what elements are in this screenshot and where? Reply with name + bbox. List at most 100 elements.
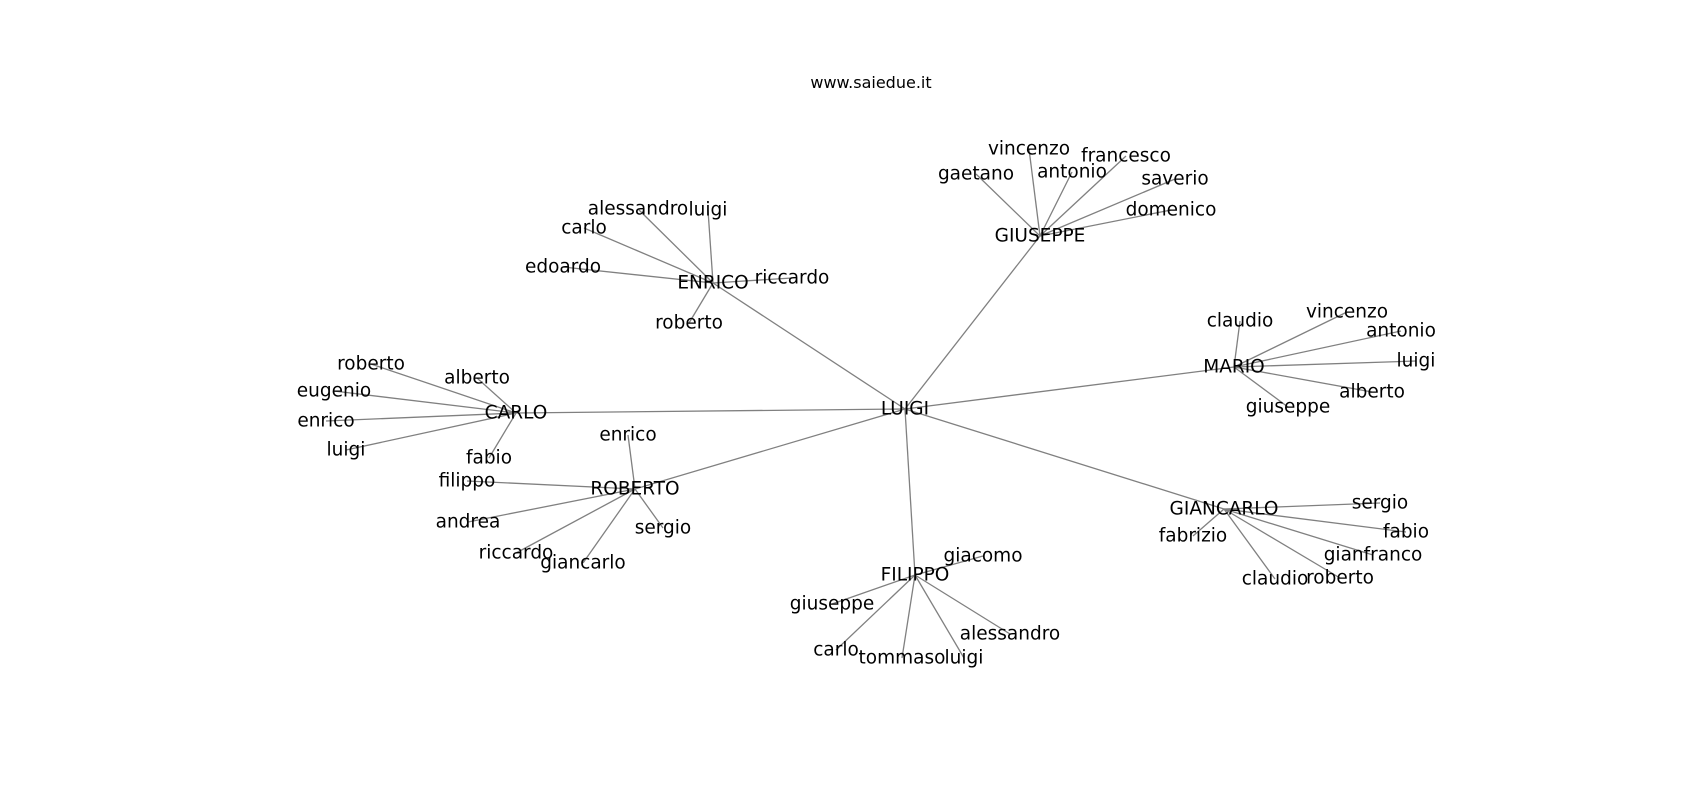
edge-carlo-fabio <box>488 412 517 459</box>
node-leaf-roberto-giancarlo: giancarlo <box>540 553 626 574</box>
node-leaf-giancarlo-gianfranco: gianfranco <box>1324 545 1423 566</box>
edge-roberto-filippo <box>466 480 636 490</box>
node-leaf-giuseppe-vincenzo: vincenzo <box>988 139 1070 160</box>
edge-giuseppe-gaetano <box>975 173 1041 237</box>
edge-roberto-giancarlo <box>582 488 636 564</box>
edge-carlo-roberto <box>370 363 517 414</box>
edge-giancarlo-gianfranco <box>1223 508 1374 556</box>
node-leaf-mario-claudio: claudio <box>1207 311 1274 332</box>
edge-root-filippo <box>904 408 916 576</box>
edge-enrico-alessandro <box>637 208 714 284</box>
node-leaf-carlo-luigi: luigi <box>327 440 366 461</box>
node-root-luigi: LUIGI <box>881 399 929 420</box>
node-leaf-giuseppe-antonio: antonio <box>1037 162 1107 183</box>
node-hub-carlo: CARLO <box>485 403 548 424</box>
edge-filippo-tommaso <box>901 574 916 659</box>
node-leaf-carlo-eugenio: eugenio <box>297 381 371 402</box>
site-watermark: www.saiedue.it <box>810 73 931 92</box>
node-hub-enrico: ENRICO <box>677 273 748 294</box>
edge-giancarlo-fabrizio <box>1192 508 1225 537</box>
node-leaf-mario-luigi: luigi <box>1397 351 1436 372</box>
edge-giuseppe-antonio <box>1039 171 1073 237</box>
node-leaf-roberto-filippo: filippo <box>439 471 496 492</box>
node-leaf-enrico-alessandro: alessandro <box>588 199 688 220</box>
edge-filippo-carlo <box>835 574 916 651</box>
edge-enrico-carlo <box>583 227 714 284</box>
node-leaf-giuseppe-francesco: francesco <box>1081 146 1171 167</box>
node-leaf-carlo-roberto: roberto <box>337 354 405 375</box>
edge-giancarlo-sergio <box>1223 502 1381 510</box>
node-hub-giuseppe: GIUSEPPE <box>995 226 1086 247</box>
node-leaf-mario-antonio: antonio <box>1366 321 1436 342</box>
edge-giancarlo-claudio <box>1223 508 1276 580</box>
node-leaf-giuseppe-gaetano: gaetano <box>938 164 1014 185</box>
edge-enrico-riccardo <box>712 277 793 284</box>
node-leaf-mario-vincenzo: vincenzo <box>1306 302 1388 323</box>
edge-giuseppe-domenico <box>1039 209 1172 237</box>
edge-root-mario <box>904 366 1235 410</box>
edge-mario-vincenzo <box>1233 311 1348 368</box>
node-leaf-filippo-alessandro: alessandro <box>960 624 1060 645</box>
edge-giuseppe-vincenzo <box>1028 148 1041 237</box>
edge-giuseppe-francesco <box>1039 155 1127 237</box>
node-leaf-roberto-riccardo: riccardo <box>479 543 554 564</box>
edge-carlo-alberto <box>476 377 517 414</box>
edge-root-carlo <box>515 408 906 414</box>
node-leaf-filippo-giuseppe: giuseppe <box>790 594 875 615</box>
node-hub-mario: MARIO <box>1203 357 1265 378</box>
node-leaf-giuseppe-domenico: domenico <box>1126 200 1217 221</box>
edge-filippo-luigi <box>914 574 965 659</box>
node-leaf-filippo-giacomo: giacomo <box>943 546 1022 567</box>
edge-giuseppe-saverio <box>1039 178 1176 237</box>
node-leaf-roberto-sergio: sergio <box>635 518 692 539</box>
edge-mario-alberto <box>1233 366 1373 393</box>
node-leaf-carlo-enrico: enrico <box>297 411 354 432</box>
edge-root-giancarlo <box>904 408 1225 510</box>
edge-roberto-enrico <box>627 434 636 490</box>
node-leaf-carlo-alberto: alberto <box>444 368 510 389</box>
node-hub-roberto: ROBERTO <box>590 479 679 500</box>
edge-roberto-sergio <box>634 488 664 529</box>
edge-enrico-luigi <box>707 209 714 284</box>
node-leaf-enrico-edoardo: edoardo <box>525 257 601 278</box>
edge-root-enrico <box>712 282 906 410</box>
node-hub-filippo: FILIPPO <box>881 565 950 586</box>
node-leaf-enrico-luigi: luigi <box>689 200 728 221</box>
edge-mario-claudio <box>1233 320 1241 368</box>
edge-layer <box>325 148 1417 659</box>
node-leaf-giancarlo-claudio: claudio <box>1242 569 1309 590</box>
edge-roberto-riccardo <box>515 488 636 554</box>
node-leaf-carlo-fabio: fabio <box>466 448 512 469</box>
edge-enrico-roberto <box>688 282 714 324</box>
node-leaf-filippo-luigi: luigi <box>945 648 984 669</box>
edge-giancarlo-roberto <box>1223 508 1341 579</box>
edge-root-roberto <box>634 408 906 490</box>
edge-root-giuseppe <box>904 235 1041 410</box>
node-leaf-mario-giuseppe: giuseppe <box>1246 397 1331 418</box>
edge-carlo-enrico <box>325 412 517 422</box>
edge-carlo-eugenio <box>333 390 517 414</box>
label-layer: LUIGI GIUSEPPE vincenzo francesco gaetano ant… <box>297 139 1436 669</box>
edge-enrico-edoardo <box>562 266 714 284</box>
edge-mario-antonio <box>1233 330 1402 368</box>
node-leaf-giancarlo-roberto: roberto <box>1306 568 1374 589</box>
node-leaf-roberto-andrea: andrea <box>436 512 501 533</box>
node-leaf-filippo-tommaso: tommaso <box>859 648 946 669</box>
node-leaf-filippo-carlo: carlo <box>813 640 859 661</box>
edge-filippo-giuseppe <box>831 574 916 605</box>
edge-filippo-alessandro <box>914 574 1011 635</box>
edge-carlo-luigi <box>345 412 517 451</box>
edge-giancarlo-fabio <box>1223 508 1407 533</box>
edge-mario-giuseppe <box>1233 366 1289 408</box>
node-leaf-giancarlo-sergio: sergio <box>1352 493 1409 514</box>
node-leaf-giuseppe-saverio: saverio <box>1141 169 1208 190</box>
edge-roberto-andrea <box>467 488 636 523</box>
node-leaf-roberto-enrico: enrico <box>599 425 656 446</box>
node-leaf-enrico-carlo: carlo <box>561 218 607 239</box>
node-leaf-enrico-roberto: roberto <box>655 313 723 334</box>
node-leaf-enrico-riccardo: riccardo <box>755 268 830 289</box>
edge-filippo-giacomo <box>914 555 984 576</box>
node-hub-giancarlo: GIANCARLO <box>1170 499 1279 520</box>
node-leaf-giancarlo-fabio: fabio <box>1383 522 1429 543</box>
